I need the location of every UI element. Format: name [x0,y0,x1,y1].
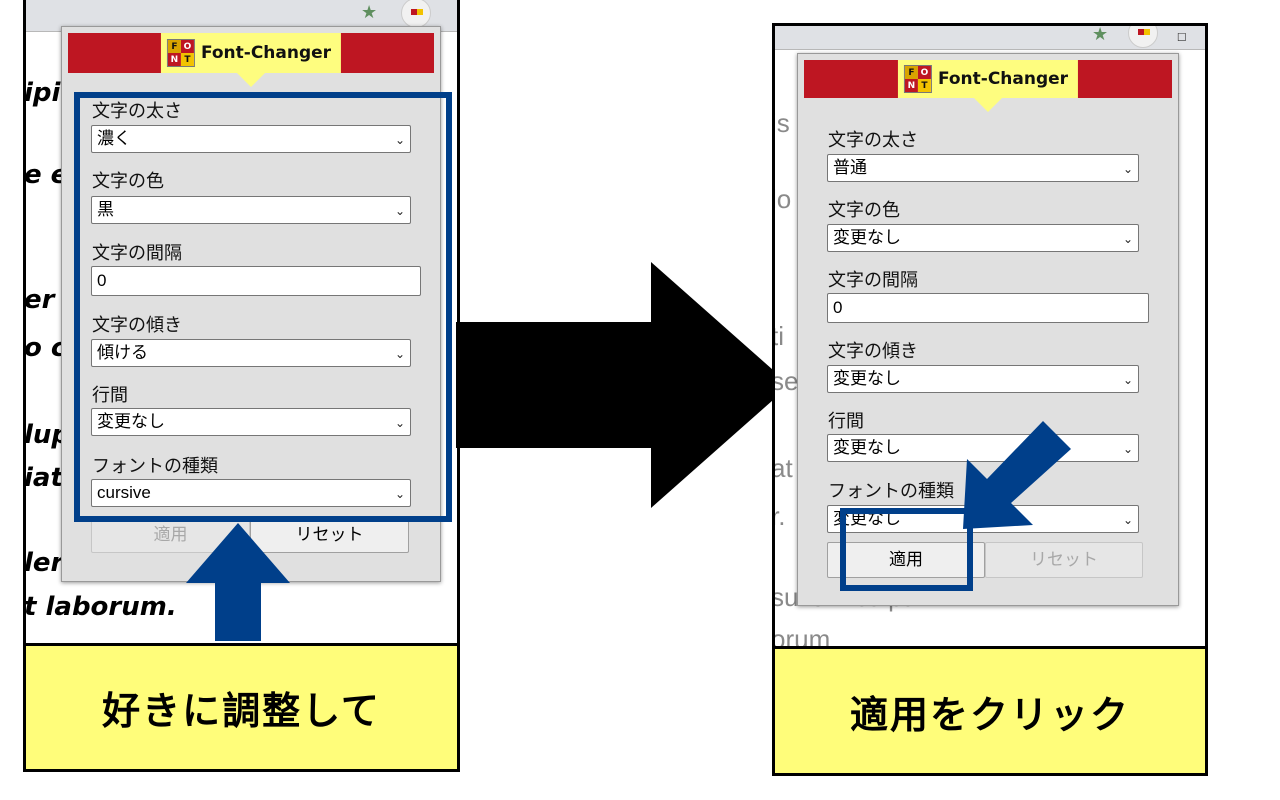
chevron-down-icon: ⌄ [1122,373,1133,387]
slant-select[interactable]: 傾ける⌄ [91,339,411,367]
chevron-down-icon: ⌄ [1122,162,1133,176]
popup-header: F O N T Font-Changer [804,60,1172,112]
spacing-label: 文字の間隔 [828,270,918,291]
background-text: t laborum. [26,592,177,622]
star-icon[interactable]: ★ [361,2,378,23]
weight-select[interactable]: 濃く⌄ [91,125,411,153]
slant-label: 文字の傾き [92,315,182,336]
background-text: se [775,366,799,396]
font-changer-logo-icon: F O N T [166,39,195,67]
slant-label: 文字の傾き [828,341,918,362]
title-pointer [237,73,265,87]
chevron-down-icon: ⌄ [1122,513,1133,527]
spacing-input[interactable]: 0 [91,266,421,296]
popup-header: F O N T Font-Changer [68,33,434,87]
title-pointer [974,98,1002,112]
popup-title: Font-Changer [200,43,332,63]
background-text: ti [775,321,784,351]
chevron-down-icon: ⌄ [394,416,405,430]
browser-screenshot-right: ★ ☐ is lo ti se at r. sunt in culpa orum… [775,26,1205,648]
background-text: is [775,108,790,138]
background-text: iat [26,463,63,493]
background-text: o c [26,333,67,363]
font-changer-logo-icon: F O N T [903,65,932,93]
background-text: r. [775,501,786,531]
settings-highlight-frame [74,92,452,522]
background-text: ipi [26,78,61,108]
star-icon[interactable]: ★ [1092,26,1109,45]
slant-select[interactable]: 変更なし⌄ [827,365,1139,393]
font-type-label: フォントの種類 [828,481,954,502]
left-step-panel: ★ ipi e e er o c lup iat ler t laborum. … [23,0,460,772]
color-select[interactable]: 黒⌄ [91,196,411,224]
weight-label: 文字の太さ [92,101,182,122]
reset-button[interactable]: リセット [250,517,409,553]
apply-button[interactable]: 適用 [91,517,250,553]
line-height-select[interactable]: 変更なし⌄ [91,408,411,436]
screen-divider [775,646,1205,649]
screen-divider [26,643,457,646]
chevron-down-icon: ⌄ [1122,232,1133,246]
popup-title-box: F O N T Font-Changer [897,60,1079,98]
reset-button[interactable]: リセット [985,542,1143,578]
line-height-select[interactable]: 変更なし⌄ [827,434,1139,462]
right-step-panel: ★ ☐ is lo ti se at r. sunt in culpa orum… [772,23,1208,776]
color-label: 文字の色 [92,171,164,192]
chevron-down-icon: ⌄ [394,133,405,147]
background-text: ler [26,548,64,578]
font-changer-popup: F O N T Font-Changer 文字の太さ 濃く⌄ 文字の色 黒⌄ 文… [61,26,441,582]
font-type-select[interactable]: cursive⌄ [91,479,411,507]
color-select[interactable]: 変更なし⌄ [827,224,1139,252]
arrow-right-icon [456,262,790,508]
background-text: at [775,453,793,483]
font-type-label: フォントの種類 [92,456,218,477]
background-text: er [26,285,55,315]
arrow-up-icon [186,523,290,641]
background-text: lo [775,184,792,214]
arrow-down-left-icon [963,421,1071,529]
weight-select[interactable]: 普通⌄ [827,154,1139,182]
font-changer-extension-icon[interactable] [1128,26,1158,48]
browser-toolbar: ★ ☐ [775,26,1205,50]
chevron-down-icon: ⌄ [394,487,405,501]
popup-title-box: F O N T Font-Changer [160,33,342,73]
font-changer-extension-icon[interactable] [401,0,431,28]
color-label: 文字の色 [828,200,900,221]
step-caption: 適用をクリック [775,649,1205,773]
line-height-label: 行間 [92,385,128,406]
popup-title: Font-Changer [937,69,1069,89]
apply-highlight-frame [840,508,973,591]
chevron-down-icon: ⌄ [1122,442,1133,456]
apply-button[interactable]: 適用 [827,542,985,578]
step-caption: 好きに調整して [26,646,457,769]
browser-screenshot-left: ★ ipi e e er o c lup iat ler t laborum. … [26,0,457,645]
spacing-input[interactable]: 0 [827,293,1149,323]
weight-label: 文字の太さ [828,130,918,151]
puzzle-icon[interactable]: ☐ [1177,26,1187,45]
spacing-label: 文字の間隔 [92,243,182,264]
line-height-label: 行間 [828,411,864,432]
chevron-down-icon: ⌄ [394,347,405,361]
background-text: orum [775,624,831,648]
chevron-down-icon: ⌄ [394,204,405,218]
